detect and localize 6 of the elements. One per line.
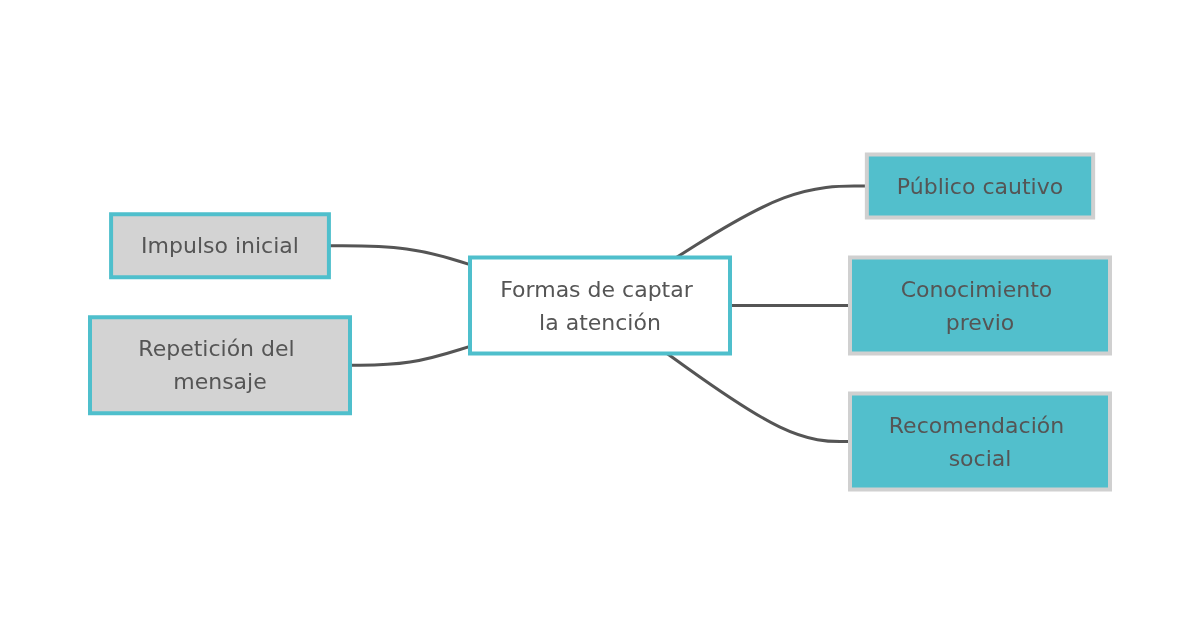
node-box: Recomendación social xyxy=(847,391,1112,492)
node-box: Impulso inicial xyxy=(108,212,331,280)
node-box: Conocimiento previo xyxy=(847,255,1112,356)
node-box: Formas de captar la atención xyxy=(467,255,732,356)
node-box: Repetición del mensaje xyxy=(87,315,352,416)
node-box: Público cautivo xyxy=(864,152,1095,220)
